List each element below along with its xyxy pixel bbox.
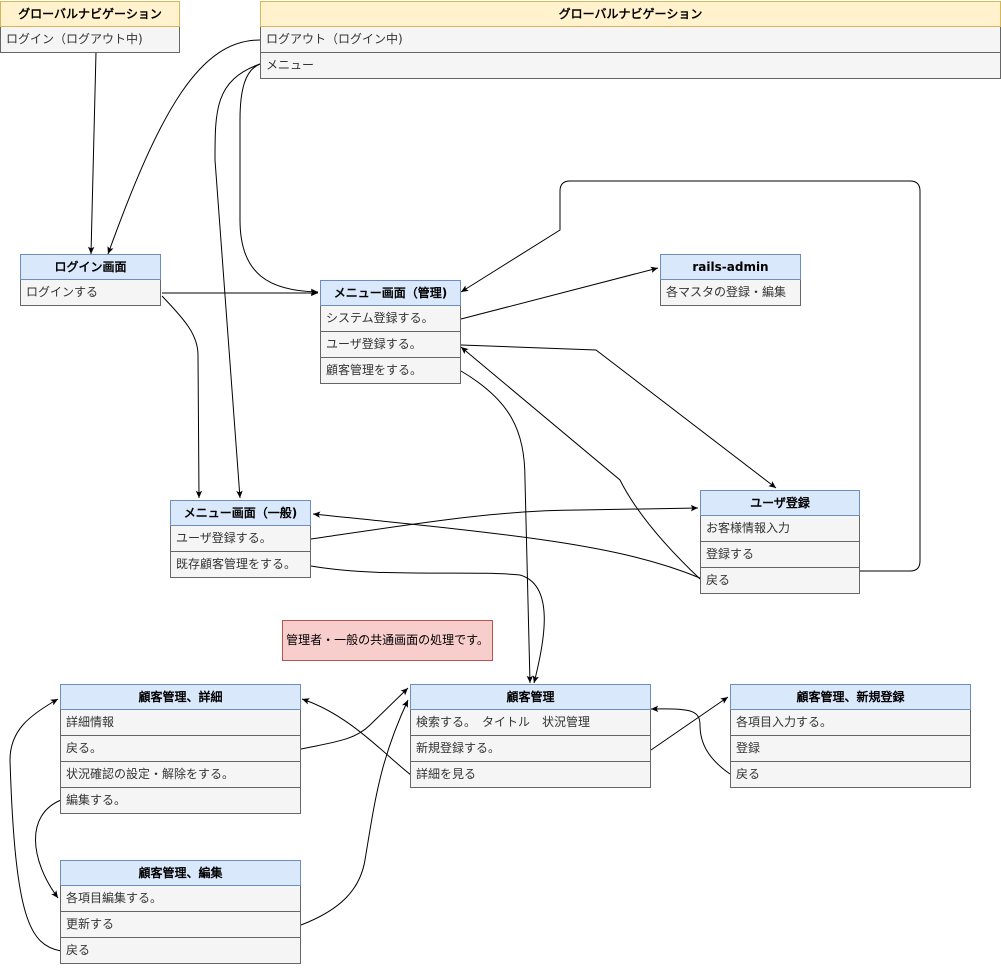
- login-screen: ログイン画面 ログインする: [20, 254, 161, 306]
- user-registration-screen: ユーザ登録 お客様情報入力 登録する 戻る: [700, 490, 860, 594]
- login-action[interactable]: ログインする: [20, 280, 161, 306]
- global-nav-logout-item[interactable]: ログアウト（ログイン中): [260, 27, 1001, 53]
- edge-cust-new-back-to-cust-mgmt: [650, 705, 731, 775]
- edge-edit-back-to-cust-detail: [9, 698, 62, 952]
- customer-new-title: 顧客管理、新規登録: [730, 684, 971, 710]
- general-menu-user-register[interactable]: ユーザ登録する。: [170, 526, 311, 552]
- edge-admin-user-to-user-reg: [460, 344, 777, 489]
- general-menu-title: メニュー画面（一般): [170, 500, 311, 526]
- customer-edit-title: 顧客管理、編集: [60, 860, 301, 886]
- admin-menu-system-register[interactable]: システム登録する。: [320, 306, 461, 332]
- edge-logout-to-login-screen: [107, 39, 261, 255]
- customer-new-input[interactable]: 各項目入力する。: [730, 710, 971, 736]
- rails-admin-title: rails-admin: [660, 254, 801, 280]
- user-reg-back[interactable]: 戻る: [700, 568, 860, 594]
- edge-detail-back-to-cust-mgmt: [300, 687, 409, 750]
- global-nav-logged-out: グローバルナビゲーション ログイン（ログアウト中): [0, 1, 180, 53]
- rails-admin-screen: rails-admin 各マスタの登録・編集: [660, 254, 801, 306]
- login-screen-title: ログイン画面: [20, 254, 161, 280]
- customer-detail-info: 詳細情報: [60, 710, 301, 736]
- edge-login-to-general-menu: [161, 295, 203, 499]
- customer-mgmt-view-detail[interactable]: 詳細を見る: [410, 762, 651, 788]
- customer-edit-screen: 顧客管理、編集 各項目編集する。 更新する 戻る: [60, 860, 301, 964]
- customer-mgmt-new[interactable]: 新規登録する。: [410, 736, 651, 762]
- global-nav-menu-item[interactable]: メニュー: [260, 53, 1001, 79]
- edge-edit-update-to-cust-mgmt: [300, 699, 409, 926]
- general-menu-customer-mgmt[interactable]: 既存顧客管理をする。: [170, 552, 311, 578]
- customer-detail-title: 顧客管理、詳細: [60, 684, 301, 710]
- customer-detail-screen: 顧客管理、詳細 詳細情報 戻る。 状況確認の設定・解除をする。 編集する。: [60, 684, 301, 814]
- customer-new-screen: 顧客管理、新規登録 各項目入力する。 登録 戻る: [730, 684, 971, 788]
- customer-edit-fields[interactable]: 各項目編集する。: [60, 886, 301, 912]
- rails-admin-master-edit[interactable]: 各マスタの登録・編集: [660, 280, 801, 306]
- shared-screen-note: 管理者・一般の共通画面の処理です。: [282, 620, 493, 661]
- edge-cust-new-to-cust-mgmt: [650, 696, 729, 751]
- customer-detail-status-toggle[interactable]: 状況確認の設定・解除をする。: [60, 762, 301, 788]
- global-nav-logged-out-title: グローバルナビゲーション: [0, 1, 180, 27]
- customer-mgmt-screen: 顧客管理 検索する。 タイトル 状況管理 新規登録する。 詳細を見る: [410, 684, 651, 788]
- edge-menu-to-admin-menu: [239, 63, 319, 296]
- customer-mgmt-title: 顧客管理: [410, 684, 651, 710]
- edge-general-user-to-user-reg: [310, 504, 699, 540]
- customer-detail-back[interactable]: 戻る。: [60, 736, 301, 762]
- edge-detail-view-to-cust-detail: [301, 698, 412, 776]
- customer-detail-edit[interactable]: 編集する。: [60, 788, 301, 814]
- edge-userreg-back-to-admin-user: [460, 346, 701, 580]
- customer-edit-update[interactable]: 更新する: [60, 912, 301, 938]
- customer-edit-back[interactable]: 戻る: [60, 938, 301, 964]
- user-reg-customer-info[interactable]: お客様情報入力: [700, 516, 860, 542]
- customer-new-back[interactable]: 戻る: [730, 762, 971, 788]
- admin-menu-title: メニュー画面（管理): [320, 280, 461, 306]
- user-reg-submit[interactable]: 登録する: [700, 542, 860, 568]
- edge-detail-edit-to-cust-edit: [35, 799, 62, 899]
- edge-gnav-login-to-login-screen: [87, 51, 97, 255]
- edge-menu-to-general-menu: [214, 63, 261, 499]
- general-menu-screen: メニュー画面（一般) ユーザ登録する。 既存顧客管理をする。: [170, 500, 311, 578]
- global-nav-login-item[interactable]: ログイン（ログアウト中): [0, 27, 180, 53]
- customer-mgmt-search[interactable]: 検索する。 タイトル 状況管理: [410, 710, 651, 736]
- admin-menu-customer-mgmt[interactable]: 顧客管理をする。: [320, 358, 461, 384]
- global-nav-logged-in-title: グローバルナビゲーション: [260, 1, 1001, 27]
- edge-userreg-back-to-general-menu: [312, 511, 701, 579]
- user-registration-title: ユーザ登録: [700, 490, 860, 516]
- edge-system-to-rails-admin: [460, 266, 659, 320]
- admin-menu-screen: メニュー画面（管理) システム登録する。 ユーザ登録する。 顧客管理をする。: [320, 280, 461, 384]
- global-nav-logged-in: グローバルナビゲーション ログアウト（ログイン中) メニュー: [260, 1, 1001, 79]
- admin-menu-user-register[interactable]: ユーザ登録する。: [320, 332, 461, 358]
- customer-new-register[interactable]: 登録: [730, 736, 971, 762]
